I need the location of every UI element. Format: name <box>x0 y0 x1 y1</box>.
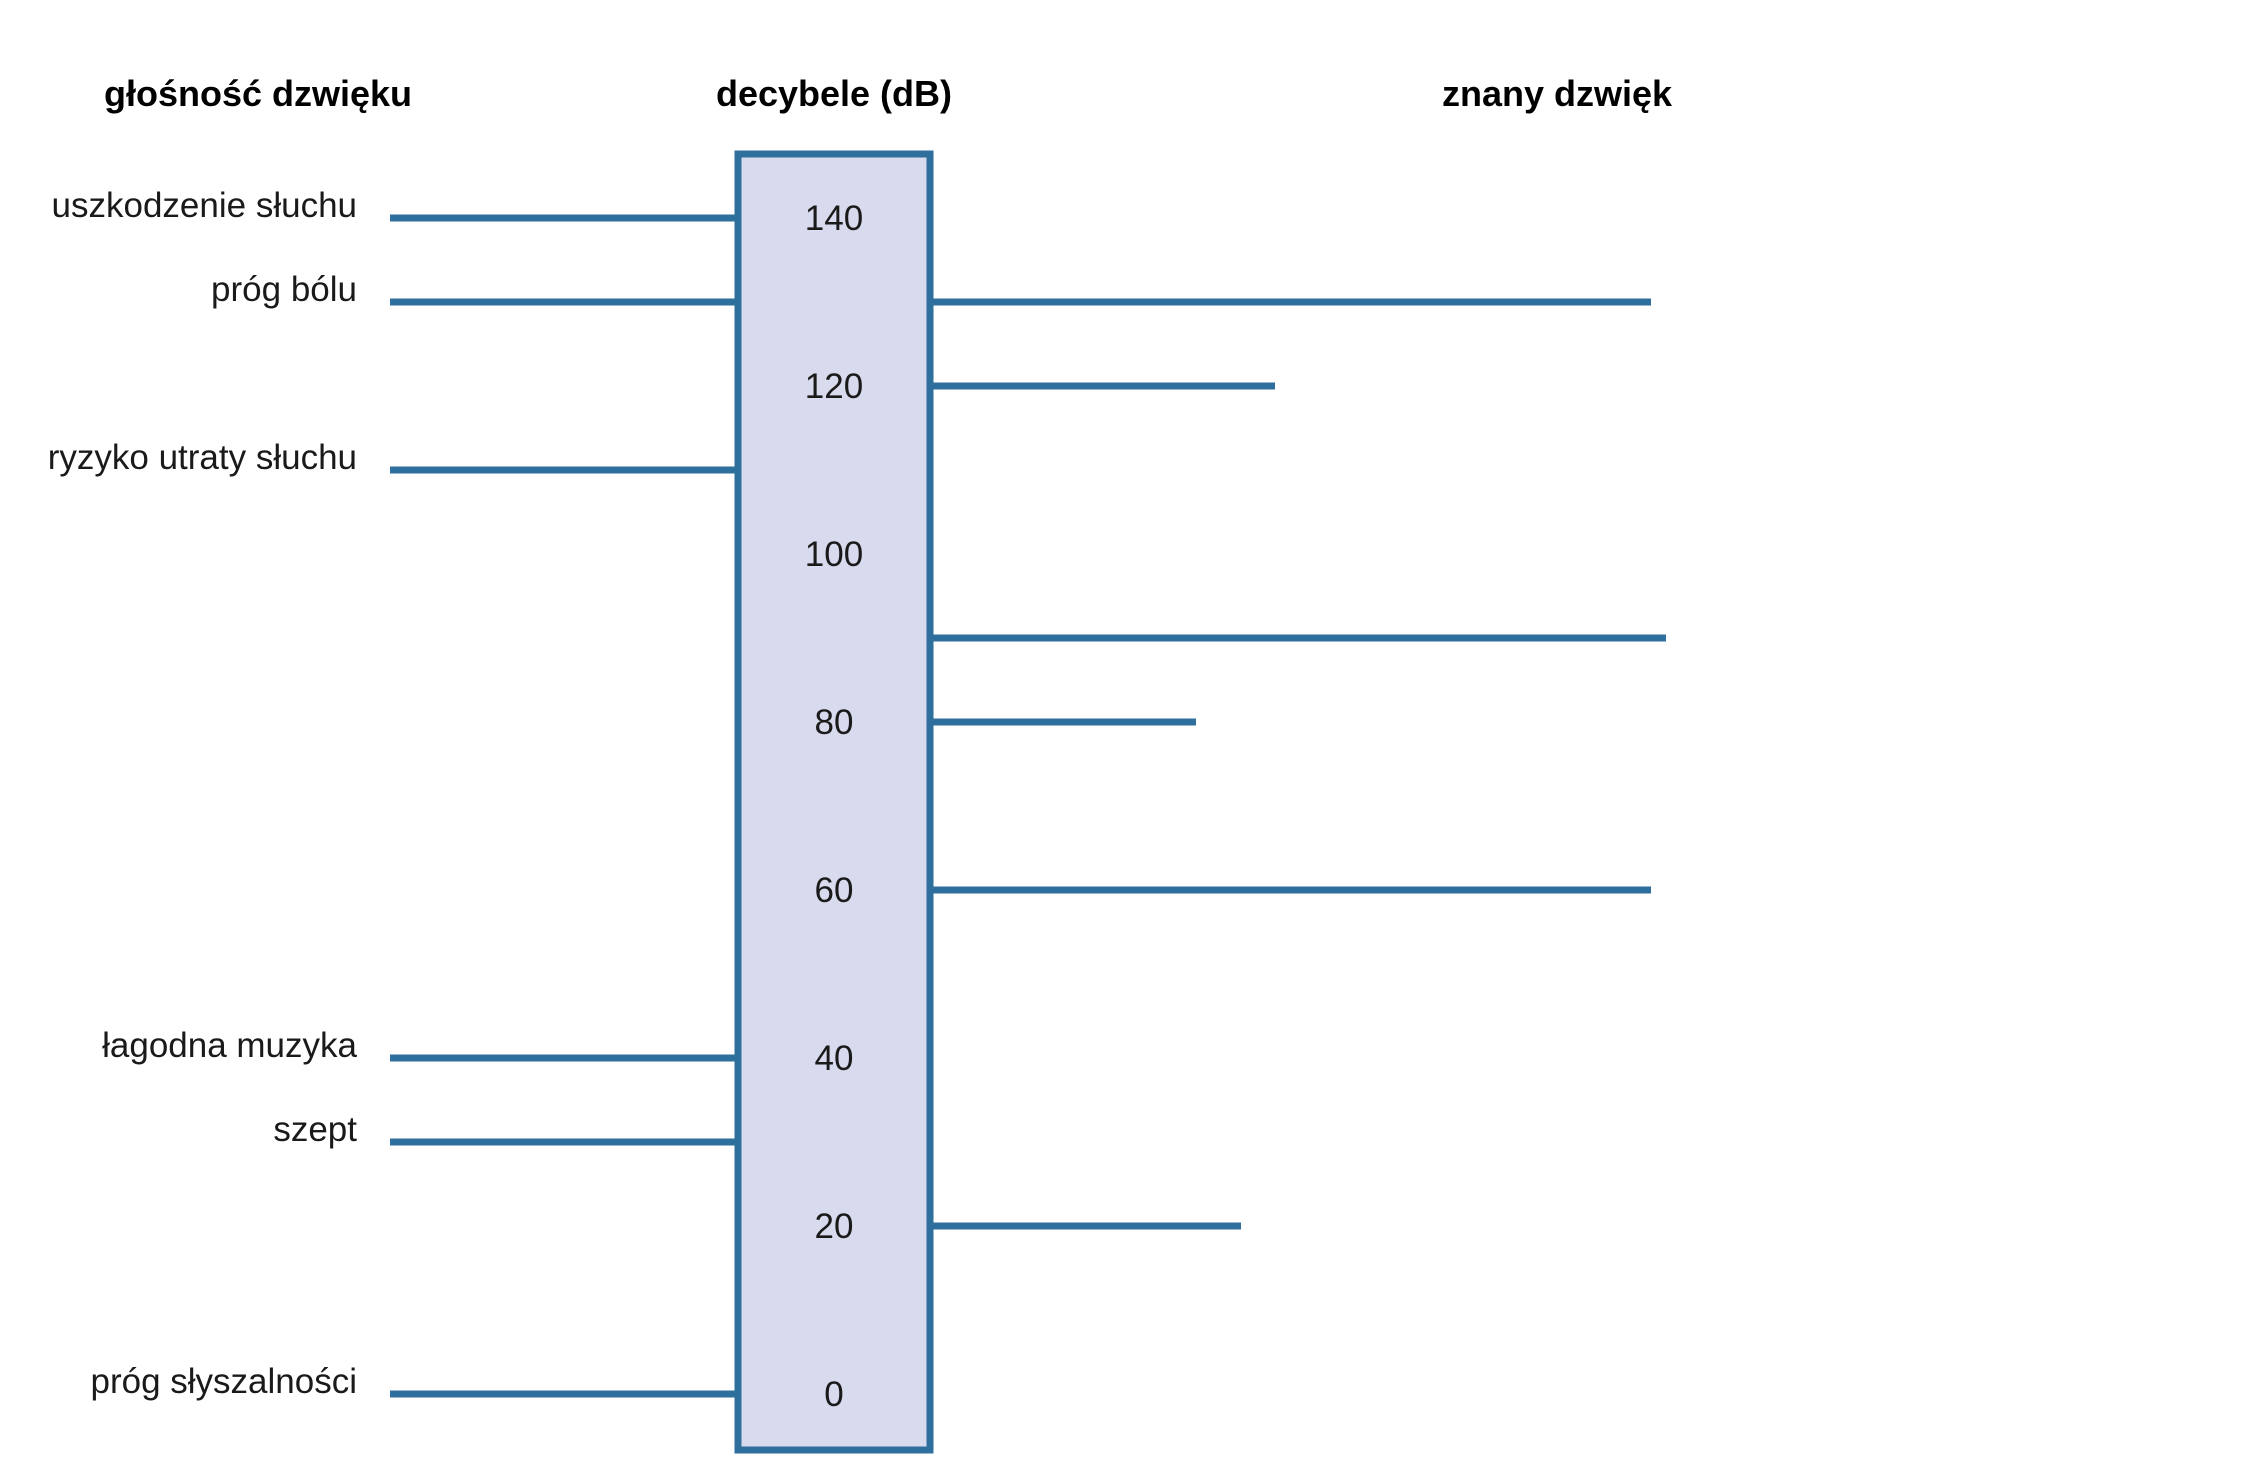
tick-label: 20 <box>815 1207 854 1246</box>
decibel-scale-bar <box>734 150 934 1454</box>
known-sound-markers <box>933 298 1666 1230</box>
header-decibels: decybele (dB) <box>716 73 952 114</box>
tick-label: 120 <box>805 367 863 406</box>
loudness-marker-label: próg słyszalności <box>91 1362 358 1401</box>
tick-label: 40 <box>815 1039 854 1078</box>
loudness-marker-label: szept <box>273 1110 357 1149</box>
header-known-sound: znany dzwięk <box>1442 73 1673 114</box>
loudness-markers: uszkodzenie słuchu próg bólu ryzyko utraty… <box>48 186 735 1401</box>
tick-label: 140 <box>805 199 863 238</box>
tick-label: 60 <box>815 871 854 910</box>
loudness-marker-label: ryzyko utraty słuchu <box>48 438 357 477</box>
tick-label: 80 <box>815 703 854 742</box>
tick-label: 0 <box>824 1375 843 1414</box>
decibel-ticks: 140 120 100 80 60 40 20 0 <box>805 199 863 1414</box>
tick-label: 100 <box>805 535 863 574</box>
loudness-marker-label: uszkodzenie słuchu <box>52 186 357 225</box>
header-loudness: głośność dzwięku <box>104 73 412 114</box>
loudness-marker-label: łagodna muzyka <box>102 1026 357 1065</box>
loudness-marker-label: próg bólu <box>211 270 357 309</box>
